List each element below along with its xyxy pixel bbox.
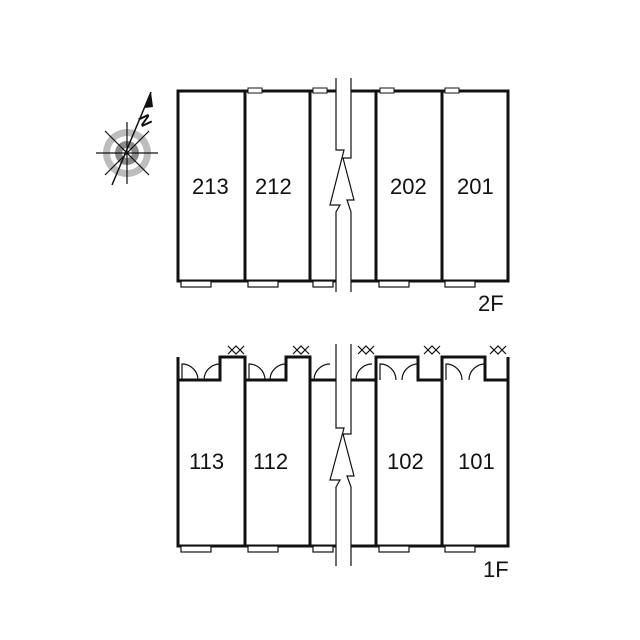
unit-113-label: 113 [189,449,224,474]
unit-202-label: 202 [390,174,427,199]
unit-101-label: 101 [458,449,495,474]
floor-2f: 213 212 202 201 2F [176,78,510,316]
unit-102-label: 102 [387,449,424,474]
compass: N [96,91,158,186]
compass-north-label: N [134,112,154,130]
unit-112-label: 112 [253,449,288,474]
unit-213-label: 213 [192,174,229,199]
unit-212-label: 212 [255,174,292,199]
unit-201-label: 201 [457,174,494,199]
floor-1f-label: 1F [483,557,509,582]
floor-2f-label: 2F [478,291,504,316]
floor-1f: 113 112 102 101 1F [176,344,510,582]
compass-icon [96,91,158,186]
